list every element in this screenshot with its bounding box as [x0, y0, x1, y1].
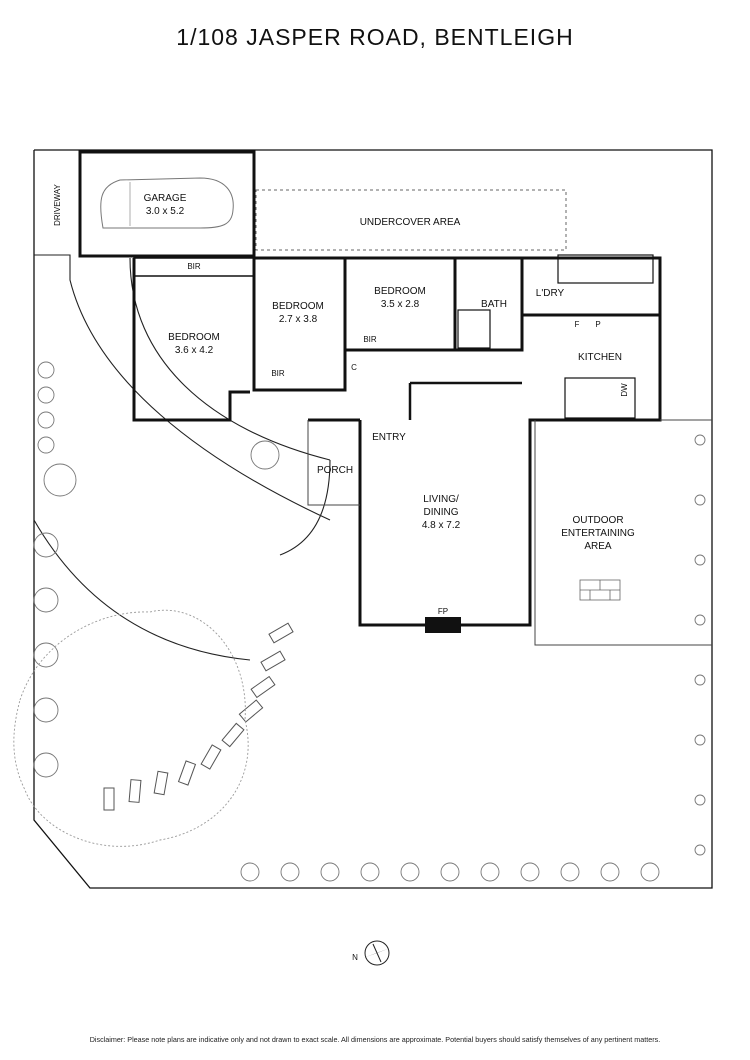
living-line1: LIVING/: [423, 494, 459, 505]
living-dims: 4.8 x 7.2: [422, 520, 461, 531]
bedroom1-dims: 3.6 x 4.2: [175, 345, 214, 356]
kitchen-label: KITCHEN: [578, 352, 622, 363]
garage-dims: 3.0 x 5.2: [146, 206, 185, 217]
bedroom1-name: BEDROOM: [168, 332, 220, 343]
undercover-label: UNDERCOVER AREA: [360, 217, 461, 228]
garage-name: GARAGE: [144, 193, 187, 204]
bedroom2-name: BEDROOM: [272, 301, 324, 312]
house-walls: [132, 254, 662, 627]
compass-north-label: N: [352, 953, 358, 962]
cupboard-label: C: [351, 363, 357, 372]
outdoor-line2: ENTERTAINING: [561, 528, 635, 539]
garage: [78, 150, 256, 258]
boundary-shrubs: [33, 361, 706, 882]
undercover-area: [255, 189, 567, 251]
pantry-label: P: [595, 320, 600, 329]
stepping-stones: [103, 622, 294, 811]
living-line2: DINING: [424, 507, 459, 518]
bedroom3-dims: 3.5 x 2.8: [381, 299, 420, 310]
bir-label-1: BIR: [187, 262, 201, 271]
bedroom2-dims: 2.7 x 3.8: [279, 314, 318, 325]
plan-title: 1/108 JASPER ROAD, BENTLEIGH: [176, 24, 574, 50]
bath-label: BATH: [481, 299, 507, 310]
fireplace: [425, 617, 461, 633]
bir-label-2: BIR: [271, 369, 285, 378]
disclaimer: Disclaimer: Please note plans are indica…: [89, 1035, 661, 1044]
outdoor-line3: AREA: [584, 541, 612, 552]
compass: N: [352, 940, 390, 966]
driveway-label: DRIVEWAY: [53, 183, 62, 225]
tree-canopy: [13, 609, 249, 847]
porch-label: PORCH: [317, 465, 353, 476]
brick-feature: [579, 579, 621, 601]
fireplace-label: FP: [438, 607, 448, 616]
outdoor-line1: OUTDOOR: [572, 515, 623, 526]
porch-and-outdoor: [307, 419, 712, 646]
bir-label-3: BIR: [363, 335, 377, 344]
entry-label: ENTRY: [372, 432, 406, 443]
laundry-label: L'DRY: [536, 288, 565, 299]
bedroom3-name: BEDROOM: [374, 286, 426, 297]
fridge-label: F: [575, 320, 580, 329]
dishwasher-label: DW: [620, 383, 629, 397]
